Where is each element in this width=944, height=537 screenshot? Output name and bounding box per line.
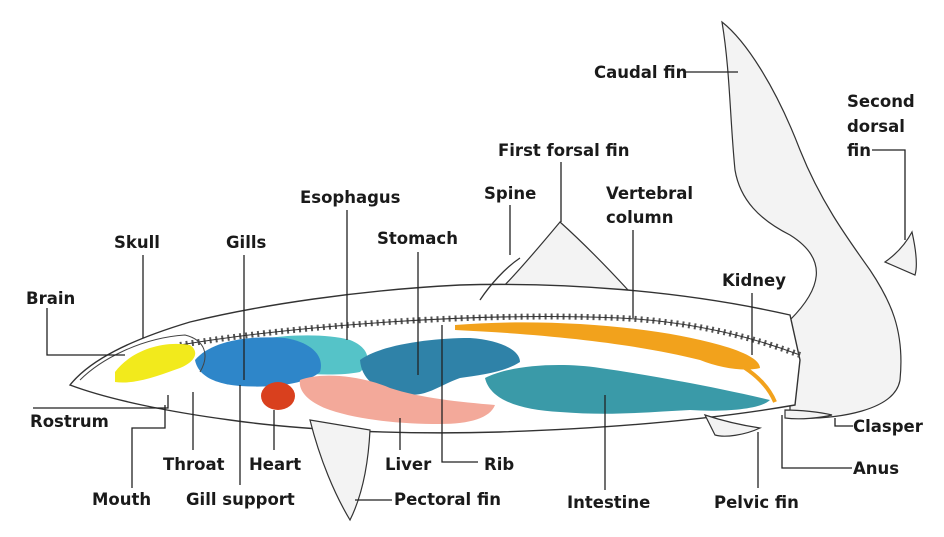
label-rib: Rib	[484, 455, 514, 474]
clasper-shape	[784, 409, 833, 420]
label-throat: Throat	[163, 455, 225, 474]
label-gill-support: Gill support	[186, 490, 295, 509]
label-second-dorsal-fin-line1: Second	[847, 92, 915, 111]
pelvic-fin-shape	[703, 413, 763, 437]
caudal-fin-shape	[721, 20, 902, 419]
label-heart: Heart	[249, 455, 301, 474]
label-spine: Spine	[484, 184, 536, 203]
label-pelvic-fin: Pelvic fin	[714, 493, 799, 512]
liver-shape	[299, 375, 495, 424]
label-second-dorsal-fin-line2: dorsal	[847, 117, 905, 136]
label-pectoral-fin: Pectoral fin	[394, 490, 501, 509]
second-dorsal-fin-leader	[872, 149, 906, 240]
label-vertebral-column-line2: column	[606, 208, 673, 227]
kidney-tail-shape	[743, 366, 777, 403]
mouth-leader	[131, 405, 166, 488]
label-anus: Anus	[853, 459, 899, 478]
vertebral-column-line	[179, 316, 801, 356]
rib-leader	[441, 325, 478, 463]
gills-shape	[195, 337, 321, 387]
heart-shape	[261, 382, 295, 410]
label-vertebral-column-line1: Vertebral	[606, 184, 693, 203]
brain-leader	[46, 308, 125, 356]
fin-spine-shape	[479, 257, 521, 301]
pectoral-fin-shape	[309, 419, 371, 522]
rostrum-leader	[33, 395, 169, 409]
clasper-leader	[834, 418, 853, 427]
label-first-forsal-fin: First forsal fin	[498, 141, 630, 160]
label-brain: Brain	[26, 289, 75, 308]
label-kidney: Kidney	[722, 271, 786, 290]
label-mouth: Mouth	[92, 490, 151, 509]
label-gills: Gills	[226, 233, 267, 252]
label-caudal-fin: Caudal fin	[594, 63, 687, 82]
kidney-shape	[455, 322, 760, 370]
label-clasper: Clasper	[853, 417, 924, 436]
intestine-shape	[485, 365, 770, 414]
first-dorsal-fin-shape	[498, 221, 630, 291]
label-esophagus: Esophagus	[300, 188, 401, 207]
brain-shape	[115, 343, 196, 383]
label-second-dorsal-fin-line3: fin	[847, 141, 871, 160]
anus-leader	[781, 415, 852, 469]
label-rostrum: Rostrum	[30, 412, 109, 431]
label-liver: Liver	[385, 455, 432, 474]
second-dorsal-fin-shape	[883, 230, 918, 276]
skull-shape	[79, 334, 206, 381]
label-intestine: Intestine	[567, 493, 650, 512]
label-stomach: Stomach	[377, 229, 458, 248]
label-skull: Skull	[114, 233, 160, 252]
stomach-shape	[360, 338, 520, 395]
